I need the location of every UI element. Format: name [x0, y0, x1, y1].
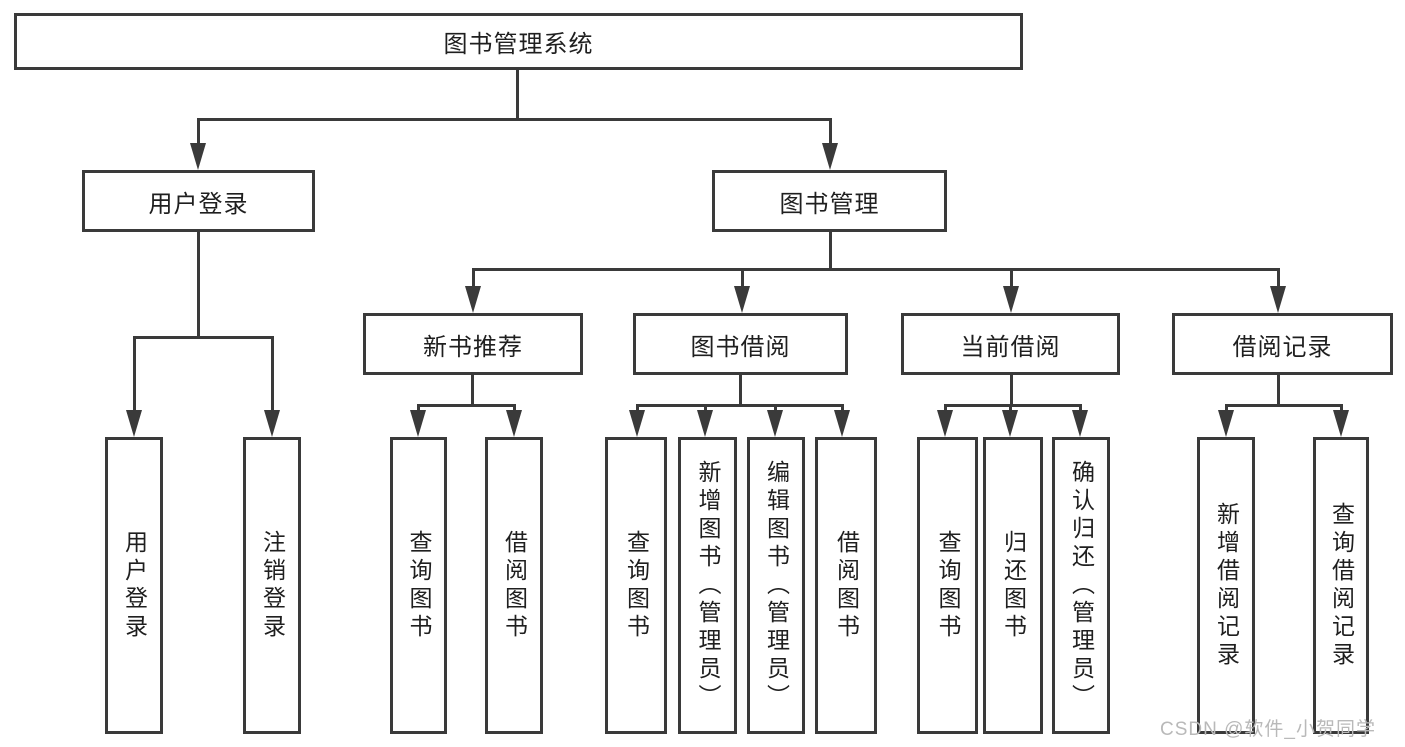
node-new-book-recommend: 新书推荐: [363, 313, 583, 375]
connector-line: [1079, 404, 1082, 415]
connector-line: [516, 70, 519, 118]
arrow-down-icon: [1072, 410, 1088, 437]
leaf-user-login-label: 用户登录: [121, 529, 148, 642]
connector-line: [1010, 268, 1013, 290]
connector-line: [636, 404, 844, 407]
connector-line: [1277, 375, 1280, 406]
leaf-add-book-admin: 新增图书（管理员）: [678, 437, 737, 734]
connector-line: [1010, 375, 1013, 406]
connector-line: [741, 268, 744, 290]
node-borrow-records-label: 借阅记录: [1232, 333, 1333, 361]
connector-line: [1009, 404, 1012, 415]
connector-line: [471, 375, 474, 406]
connector-line: [829, 232, 832, 270]
arrow-down-icon: [1218, 410, 1234, 437]
arrow-down-icon: [937, 410, 953, 437]
connector-line: [829, 118, 832, 148]
csdn-watermark: CSDN @软件_小贺同学: [1160, 719, 1376, 740]
arrow-down-icon: [734, 286, 750, 313]
node-borrow-records: 借阅记录: [1172, 313, 1393, 375]
leaf-query-book-borrow-label: 查询图书: [623, 529, 650, 642]
arrow-down-icon: [822, 143, 838, 170]
arrow-down-icon: [1003, 286, 1019, 313]
connector-line: [472, 268, 1280, 271]
connector-line: [1225, 404, 1343, 407]
arrow-down-icon: [834, 410, 850, 437]
arrow-down-icon: [1002, 410, 1018, 437]
leaf-borrow-book-recommend-label: 借阅图书: [501, 529, 528, 642]
arrow-down-icon: [506, 410, 522, 437]
arrow-down-icon: [1270, 286, 1286, 313]
leaf-query-borrow-record-label: 查询借阅记录: [1328, 501, 1355, 670]
arrow-down-icon: [465, 286, 481, 313]
leaf-query-book-borrow: 查询图书: [605, 437, 667, 734]
arrow-down-icon: [126, 410, 142, 437]
connector-line: [197, 232, 200, 338]
leaf-query-borrow-record: 查询借阅记录: [1313, 437, 1369, 734]
connector-line: [944, 404, 1082, 407]
leaf-return-book: 归还图书: [983, 437, 1043, 734]
connector-line: [133, 336, 136, 414]
leaf-borrow-book-borrow: 借阅图书: [815, 437, 877, 734]
leaf-query-book-recommend-label: 查询图书: [406, 529, 432, 642]
leaf-add-book-admin-label: 新增图书（管理员）: [695, 459, 721, 712]
connector-line: [417, 404, 420, 415]
connector-line: [1225, 404, 1228, 415]
arrow-down-icon: [1333, 410, 1349, 437]
arrow-down-icon: [697, 410, 713, 437]
connector-line: [513, 404, 516, 415]
connector-line: [841, 404, 844, 415]
leaf-confirm-return-admin: 确认归还（管理员）: [1052, 437, 1110, 734]
node-new-book-recommend-label: 新书推荐: [423, 333, 523, 361]
leaf-logout: 注销登录: [243, 437, 301, 734]
connector-line: [417, 404, 516, 407]
arrow-down-icon: [767, 410, 783, 437]
leaf-edit-book-admin: 编辑图书（管理员）: [747, 437, 805, 734]
connector-line: [704, 404, 707, 415]
arrow-down-icon: [190, 143, 206, 170]
leaf-query-book-recommend: 查询图书: [390, 437, 447, 734]
connector-line: [1277, 268, 1280, 290]
leaf-query-book-current: 查询图书: [917, 437, 978, 734]
leaf-add-borrow-record-label: 新增借阅记录: [1213, 501, 1240, 670]
node-current-borrow: 当前借阅: [901, 313, 1120, 375]
node-book-borrow-label: 图书借阅: [690, 333, 791, 361]
node-user-login-label: 用户登录: [148, 190, 249, 218]
leaf-logout-label: 注销登录: [259, 529, 286, 642]
node-book-borrow: 图书借阅: [633, 313, 848, 375]
arrow-down-icon: [264, 410, 280, 437]
node-book-management-label: 图书管理: [779, 190, 880, 218]
arrow-down-icon: [629, 410, 645, 437]
connector-line: [944, 404, 947, 415]
arrow-down-icon: [410, 410, 426, 437]
connector-line: [197, 118, 200, 148]
leaf-query-book-current-label: 查询图书: [935, 529, 961, 642]
leaf-borrow-book-recommend: 借阅图书: [485, 437, 543, 734]
node-user-login: 用户登录: [82, 170, 315, 232]
connector-line: [197, 118, 832, 121]
node-root: 图书管理系统: [14, 13, 1023, 70]
leaf-confirm-return-admin-label: 确认归还（管理员）: [1068, 459, 1095, 712]
leaf-user-login: 用户登录: [105, 437, 163, 734]
node-current-borrow-label: 当前借阅: [960, 333, 1061, 361]
node-book-management: 图书管理: [712, 170, 947, 232]
connector-line: [133, 336, 274, 339]
leaf-edit-book-admin-label: 编辑图书（管理员）: [763, 459, 790, 712]
connector-line: [271, 336, 274, 414]
connector-line: [774, 404, 777, 415]
connector-line: [1340, 404, 1343, 415]
node-root-label: 图书管理系统: [443, 31, 594, 58]
leaf-borrow-book-borrow-label: 借阅图书: [833, 529, 860, 642]
connector-line: [472, 268, 475, 290]
leaf-add-borrow-record: 新增借阅记录: [1197, 437, 1255, 734]
connector-line: [739, 375, 742, 406]
connector-line: [636, 404, 639, 415]
leaf-return-book-label: 归还图书: [1000, 529, 1027, 642]
